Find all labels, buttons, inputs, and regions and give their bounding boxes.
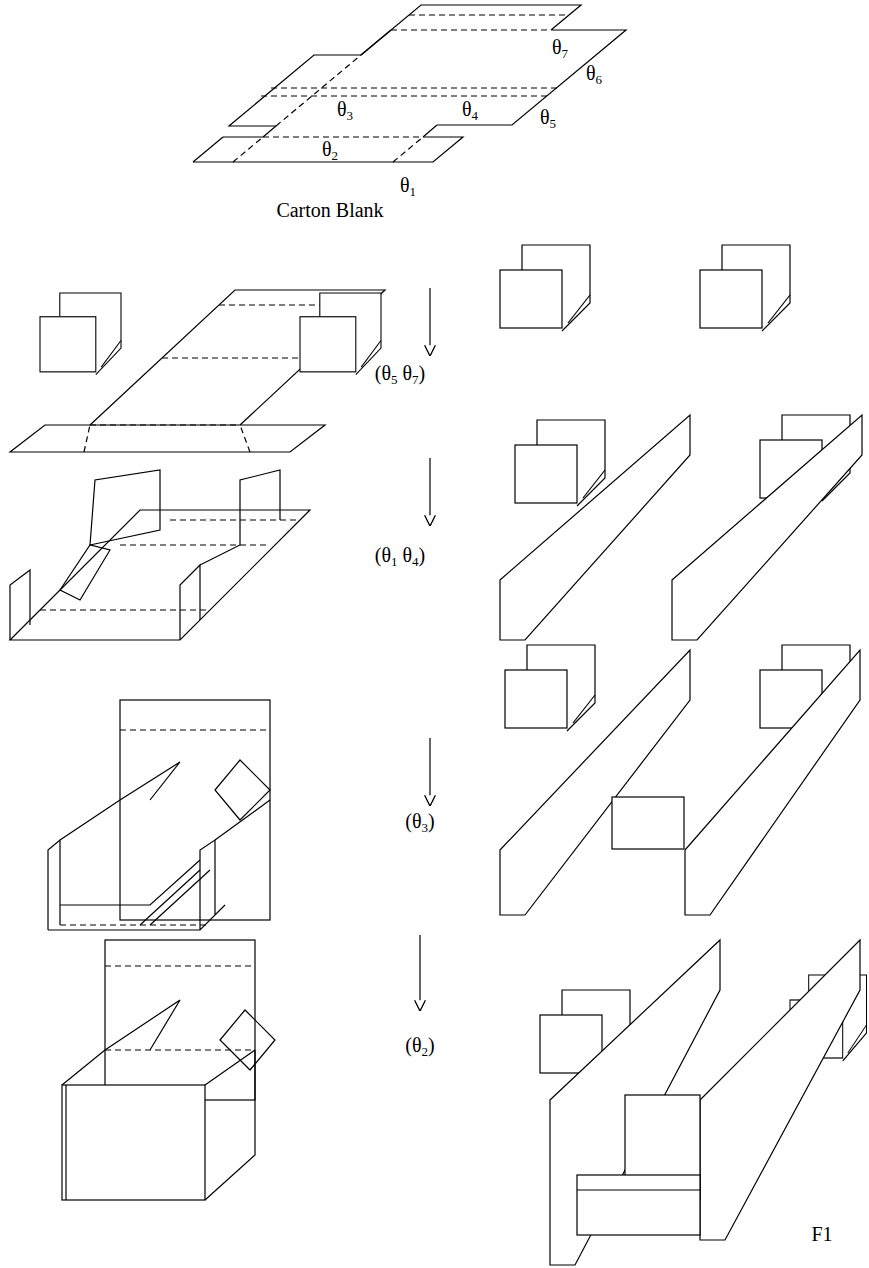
fold-step-label: (θ2) [403, 1034, 436, 1059]
stage-four-fold [62, 935, 867, 1265]
subscript: 1 [410, 184, 417, 199]
subscript: 3 [347, 108, 354, 123]
subscript: 4 [472, 108, 479, 123]
stage-one-fold [10, 245, 790, 452]
stage-three-fold [48, 645, 860, 930]
stage-caption: Carton Blank [274, 199, 385, 221]
subscript: 4 [412, 554, 419, 569]
subscript: 2 [332, 148, 339, 163]
angle-label: θ6 [584, 62, 604, 87]
angle-label: θ1 [398, 174, 418, 199]
subscript: 5 [550, 116, 557, 131]
subscript: 1 [391, 554, 398, 569]
subscript: 7 [412, 372, 419, 387]
subscript: 2 [422, 1044, 429, 1059]
figure-label: F1 [809, 1223, 834, 1245]
angle-label: θ7 [550, 36, 570, 61]
angle-label: θ2 [320, 138, 340, 163]
subscript: 5 [391, 372, 398, 387]
angle-label: θ5 [538, 106, 558, 131]
carton-blank [193, 5, 626, 162]
subscript: 7 [562, 46, 569, 61]
fold-step-label: (θ1 θ4) [373, 544, 428, 569]
fold-step-label: (θ3) [403, 810, 436, 835]
subscript: 3 [422, 820, 429, 835]
subscript: 6 [596, 72, 603, 87]
angle-label: θ3 [335, 98, 355, 123]
stage-two-fold [10, 415, 862, 640]
angle-label: θ4 [460, 98, 480, 123]
fold-step-label: (θ5 θ7) [373, 362, 428, 387]
